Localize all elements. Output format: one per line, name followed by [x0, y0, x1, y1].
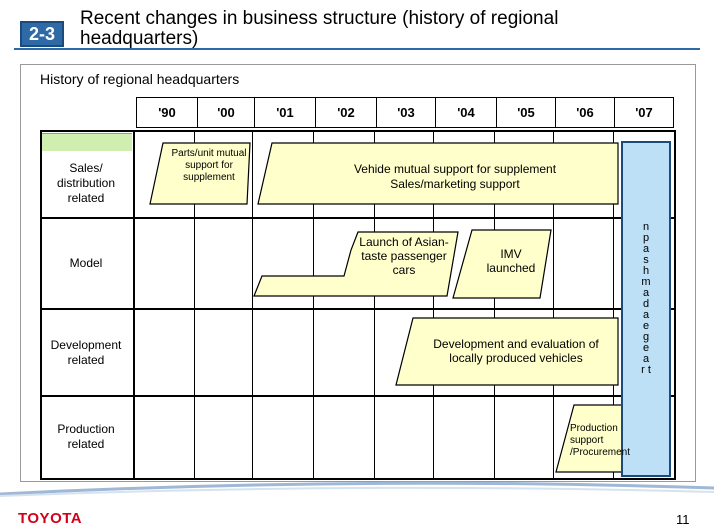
year-cell: '07 — [614, 97, 674, 128]
grid-line — [194, 130, 195, 480]
grid-line — [40, 308, 676, 310]
row-header-tab — [40, 133, 132, 151]
parts-unit-shape — [149, 142, 251, 205]
year-cell: '90 — [136, 97, 198, 128]
grid-line — [40, 130, 42, 480]
year-cell: '03 — [376, 97, 436, 128]
row-label-development: Development related — [50, 337, 122, 367]
grid-line — [433, 130, 434, 480]
section-badge: 2-3 — [20, 21, 64, 47]
grid-line — [374, 130, 375, 480]
toyota-logo: TOYOTA — [18, 510, 83, 527]
year-cell: '00 — [197, 97, 255, 128]
title-divider — [14, 48, 700, 50]
grid-line — [674, 130, 676, 480]
year-cell: '02 — [315, 97, 377, 128]
vehicle-support-text-1: Vehide mutual support for supplement — [353, 162, 557, 176]
table-subtitle: History of regional headquarters — [40, 71, 240, 87]
production-text: Production support /Procurement — [570, 423, 631, 458]
year-cell: '04 — [435, 97, 497, 128]
grid-line — [252, 130, 253, 480]
year-cell: '06 — [555, 97, 615, 128]
grid-line — [40, 395, 676, 397]
asian-cars-text: Launch of Asian-taste passenger cars — [359, 235, 449, 277]
row-label-sales: Sales/ distribution related — [56, 160, 116, 205]
content-frame — [20, 64, 696, 482]
grid-line — [313, 130, 314, 480]
development-shape — [395, 317, 619, 386]
footer-swoosh — [0, 481, 714, 497]
grid-line — [133, 130, 135, 480]
vertical-bar-text: n p a s h m a d a e g e a r t — [641, 221, 651, 376]
year-cell: '01 — [254, 97, 316, 128]
vertical-bar-shape — [621, 141, 671, 477]
grid-line — [613, 130, 614, 480]
grid-line — [40, 217, 676, 219]
parts-unit-text: Parts/unit mutual support for supplement — [171, 148, 247, 183]
vehicle-support-shape — [257, 142, 619, 205]
asian-cars-shape — [253, 231, 459, 297]
vehicle-support-text-2: Sales/marketing support — [390, 177, 520, 191]
row-label-model: Model — [69, 256, 103, 270]
row-label-production: Production related — [57, 422, 115, 451]
slide-title: Recent changes in business structure (hi… — [80, 8, 559, 49]
grid-line — [40, 130, 676, 132]
grid-line — [553, 130, 554, 480]
imv-shape — [452, 229, 552, 299]
development-text: Development and evaluation of locally pr… — [433, 337, 599, 365]
grid-line — [494, 130, 495, 480]
page-number: 11 — [676, 512, 690, 527]
grid-line — [40, 478, 676, 480]
imv-text: IMV launched — [486, 247, 536, 275]
